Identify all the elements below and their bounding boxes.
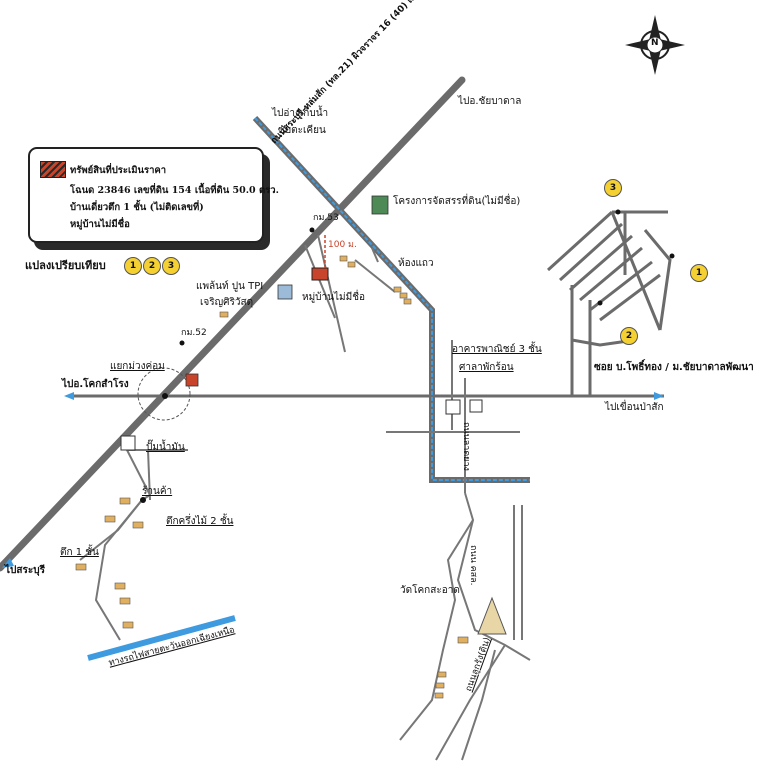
label-commercial: อาคารพาณิชย์ 3 ชั้น bbox=[452, 344, 542, 355]
highway-21 bbox=[0, 76, 466, 572]
railway-line bbox=[87, 615, 236, 661]
legend-building: บ้านเดี่ยวตึก 1 ชั้น (ไม่ติดเลขที่) bbox=[70, 202, 204, 213]
label-row-houses: ห้องแถว bbox=[398, 258, 434, 269]
label-soi-road: ถนนลาดยาง bbox=[461, 422, 471, 471]
label-to-pasak-dam: ไปเขื่อนป่าสัก bbox=[605, 402, 664, 413]
soi-grid bbox=[546, 210, 672, 396]
legend-property: ทรัพย์สินที่ประเมินราคา bbox=[70, 165, 167, 176]
label-temple: วัดโคกสะอาด bbox=[400, 585, 460, 596]
arrow-east bbox=[654, 392, 664, 400]
location-dots bbox=[140, 209, 675, 503]
label-km53: กม.53 bbox=[313, 213, 339, 223]
label-shop: ร้านค้า bbox=[142, 486, 173, 497]
commercial-building bbox=[445, 399, 461, 415]
house-icons bbox=[75, 255, 469, 699]
label-land-project: โครงการจัดสรรที่ดิน(ไม่มีชื่อ) bbox=[393, 196, 521, 207]
label-intersection: แยกม่วงค่อม bbox=[110, 361, 165, 372]
local-roads bbox=[304, 234, 531, 761]
label-to-chai-badan: ไปอ.ชัยบาดาล bbox=[458, 96, 522, 107]
label-village: หมู่บ้านไม่มีชื่อ bbox=[302, 292, 365, 303]
north-compass-icon bbox=[625, 15, 685, 75]
west-roads bbox=[79, 449, 188, 641]
label-cement-plant: แพล้นท์ ปูน TPI bbox=[196, 281, 264, 292]
label-to-saraburi: ไปสระบุรี bbox=[5, 565, 45, 576]
legend-deed: โฉนด 23846 เลขที่ดิน 154 เนื้อที่ดิน 50.… bbox=[70, 185, 279, 196]
subject-property bbox=[311, 267, 329, 281]
comparison-marker-2: 2 bbox=[143, 257, 161, 275]
label-pavilion: ศาลาพักร้อน bbox=[459, 362, 514, 373]
canal-outline bbox=[252, 115, 530, 483]
label-concrete-road: ถนน คสล. bbox=[468, 545, 478, 586]
map-marker-3: 3 bbox=[604, 179, 622, 197]
pavilion-icon bbox=[469, 399, 483, 413]
intersection-circle bbox=[137, 367, 191, 421]
label-distance: 100 ม. bbox=[328, 240, 357, 250]
canal-water bbox=[254, 117, 530, 481]
label-soi: ซอย บ.โพธิ์ทอง / ม.ชัยบาดาลพัฒนา bbox=[594, 362, 754, 373]
label-charoen: เจริญศิริวัสดุ bbox=[200, 297, 254, 308]
arrow-saraburi bbox=[2, 558, 14, 568]
temple-icon bbox=[477, 596, 507, 635]
label-km52: กม.52 bbox=[181, 328, 207, 338]
cement-plant-icon bbox=[277, 284, 293, 300]
land-project-icon bbox=[371, 195, 389, 215]
arrow-west bbox=[64, 392, 74, 400]
label-reservoir-2: ซับตะเคียน bbox=[278, 125, 326, 136]
map-marker-2: 2 bbox=[620, 327, 638, 345]
north-label: N bbox=[651, 38, 659, 48]
legend-box: ทรัพย์สินที่ประเมินราคา โฉนด 23846 เลขที… bbox=[28, 147, 279, 243]
label-to-khok-samrong: ไปอ.โคกสำโรง bbox=[62, 379, 129, 390]
parking-icon bbox=[185, 373, 199, 387]
comparison-label: แปลงเปรียบเทียบ bbox=[25, 259, 106, 272]
comparison-marker-3: 3 bbox=[162, 257, 180, 275]
map-marker-1: 1 bbox=[690, 264, 708, 282]
label-one-storey: ตึก 1 ชั้น bbox=[60, 547, 99, 558]
comparison-marker-1: 1 bbox=[124, 257, 142, 275]
legend-village: หมู่บ้านไม่มีชื่อ bbox=[70, 219, 130, 230]
label-half-wood: ตึกครึ่งไม้ 2 ชั้น bbox=[166, 516, 234, 527]
label-reservoir-1: ไปอ่างเก็บน้ำ bbox=[272, 108, 329, 119]
gas-station-icon bbox=[120, 435, 136, 451]
property-swatch bbox=[40, 161, 66, 178]
label-gas-station: ปั๊มน้ำมัน bbox=[146, 442, 185, 453]
